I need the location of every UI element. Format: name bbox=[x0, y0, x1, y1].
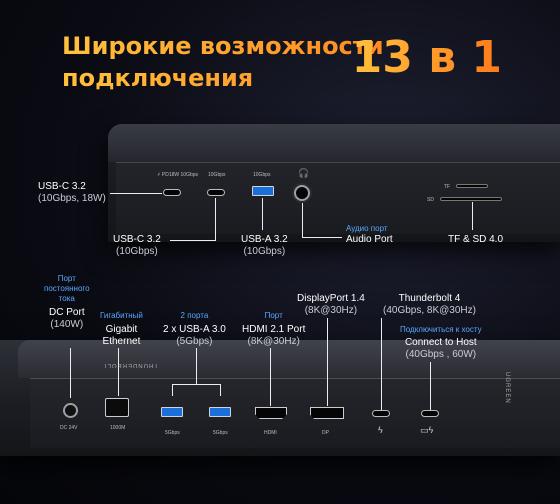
port-label-a10: 10Gbps bbox=[253, 172, 271, 178]
callout-hdmi: Порт HDMI 2.1 Port (8K@30Hz) bbox=[242, 311, 306, 347]
usb-a-port-5g-2[interactable] bbox=[209, 407, 231, 417]
callout-usbc-mid: USB-C 3.2 (10Gbps) bbox=[113, 234, 161, 257]
port-count: 13 в 1 bbox=[352, 28, 502, 88]
callout-line-audio-v bbox=[302, 203, 303, 237]
usb-c-port-10g[interactable] bbox=[207, 189, 225, 196]
callout-line-hdmi bbox=[270, 348, 271, 406]
callout-line-dp bbox=[327, 318, 328, 406]
hdmi-port[interactable] bbox=[255, 407, 287, 419]
callout-dp: DisplayPort 1.4 (8K@30Hz) bbox=[297, 293, 365, 316]
port-label-a2: 5Gbps bbox=[213, 430, 228, 436]
callout-usbc-left: USB-C 3.2 (10Gbps, 18W) bbox=[38, 181, 106, 204]
port-label-tf: TF bbox=[444, 184, 451, 190]
callout-line-host bbox=[430, 362, 431, 410]
usb-a-port-5g-1[interactable] bbox=[161, 407, 183, 417]
callout-line-usba-stem bbox=[196, 348, 197, 384]
thunderbolt-icon: ϟ bbox=[378, 425, 383, 435]
callout-lan: Гигабитный Gigabit Ethernet bbox=[100, 311, 143, 347]
callout-line-usbc-left bbox=[110, 193, 162, 194]
port-label-sd: SD bbox=[427, 197, 434, 203]
headline: Широкие возможности подключения bbox=[62, 30, 384, 94]
port-label-dc: DC 24V bbox=[60, 425, 78, 431]
usb-c-port-18w[interactable] bbox=[163, 189, 181, 196]
tf-card-slot[interactable] bbox=[456, 184, 488, 188]
callout-thunderbolt: Thunderbolt 4 (40Gbps, 8K@30Hz) bbox=[383, 293, 476, 316]
ethernet-port[interactable] bbox=[105, 398, 129, 417]
brand-thunderbolt: THUNDERBOLT bbox=[102, 362, 158, 368]
callout-line-usba-bar bbox=[172, 384, 221, 385]
headline-line-2: подключения bbox=[62, 64, 254, 92]
port-label-pd18w: ⚡ PD18W 10Gbps bbox=[157, 172, 199, 178]
callout-line-card bbox=[472, 202, 473, 230]
callout-dc: Порт постоянного тока DC Port (140W) bbox=[44, 274, 90, 330]
port-label-dp: DP bbox=[322, 430, 329, 436]
lightning-icon: ⚡ bbox=[157, 172, 161, 178]
port-label-lan: 1000M bbox=[110, 425, 126, 431]
port-label-hdmi: HDMI bbox=[264, 430, 277, 436]
callout-host: Подключиться к хосту Connect to Host (40… bbox=[400, 325, 482, 360]
callout-line-usba-2 bbox=[220, 384, 221, 396]
dc-power-jack[interactable] bbox=[63, 403, 78, 418]
thunderbolt-downstream-port[interactable] bbox=[372, 410, 390, 417]
top-dock-ridge bbox=[108, 124, 560, 162]
top-dock-device bbox=[108, 124, 560, 242]
callout-line-tb bbox=[381, 318, 382, 410]
callout-audio: Аудио порт Audio Port bbox=[346, 224, 393, 245]
callout-line-lan bbox=[118, 348, 119, 396]
brand-ugreen: UGREEN bbox=[504, 372, 510, 404]
callout-usba-2x: 2 порта 2 x USB-A 3.0 (5Gbps) bbox=[163, 311, 226, 347]
callout-card: TF & SD 4.0 bbox=[448, 234, 504, 245]
callout-line-dc bbox=[70, 348, 71, 398]
callout-line-usbc-mid-h bbox=[170, 240, 216, 241]
callout-line-usba bbox=[262, 198, 263, 230]
callout-usba: USB-A 3.2 (10Gbps) bbox=[241, 234, 288, 257]
port-label-a1: 5Gbps bbox=[165, 430, 180, 436]
port-label-c10: 10Gbps bbox=[208, 172, 226, 178]
usb-a-port-10g[interactable] bbox=[252, 186, 274, 196]
callout-line-usba-1 bbox=[172, 384, 173, 396]
displayport-port[interactable] bbox=[310, 407, 344, 419]
bottom-dock-ridge bbox=[18, 340, 560, 378]
headphones-icon: 🎧 bbox=[298, 168, 310, 178]
laptop-thunderbolt-icon: ▭ϟ bbox=[420, 425, 434, 435]
headline-line-1: Широкие возможности bbox=[62, 32, 384, 60]
thunderbolt-host-port[interactable] bbox=[421, 410, 439, 417]
callout-line-usbc-mid-v bbox=[215, 198, 216, 240]
audio-jack[interactable] bbox=[294, 185, 310, 201]
sd-card-slot[interactable] bbox=[440, 197, 502, 201]
callout-line-audio-h bbox=[302, 237, 342, 238]
